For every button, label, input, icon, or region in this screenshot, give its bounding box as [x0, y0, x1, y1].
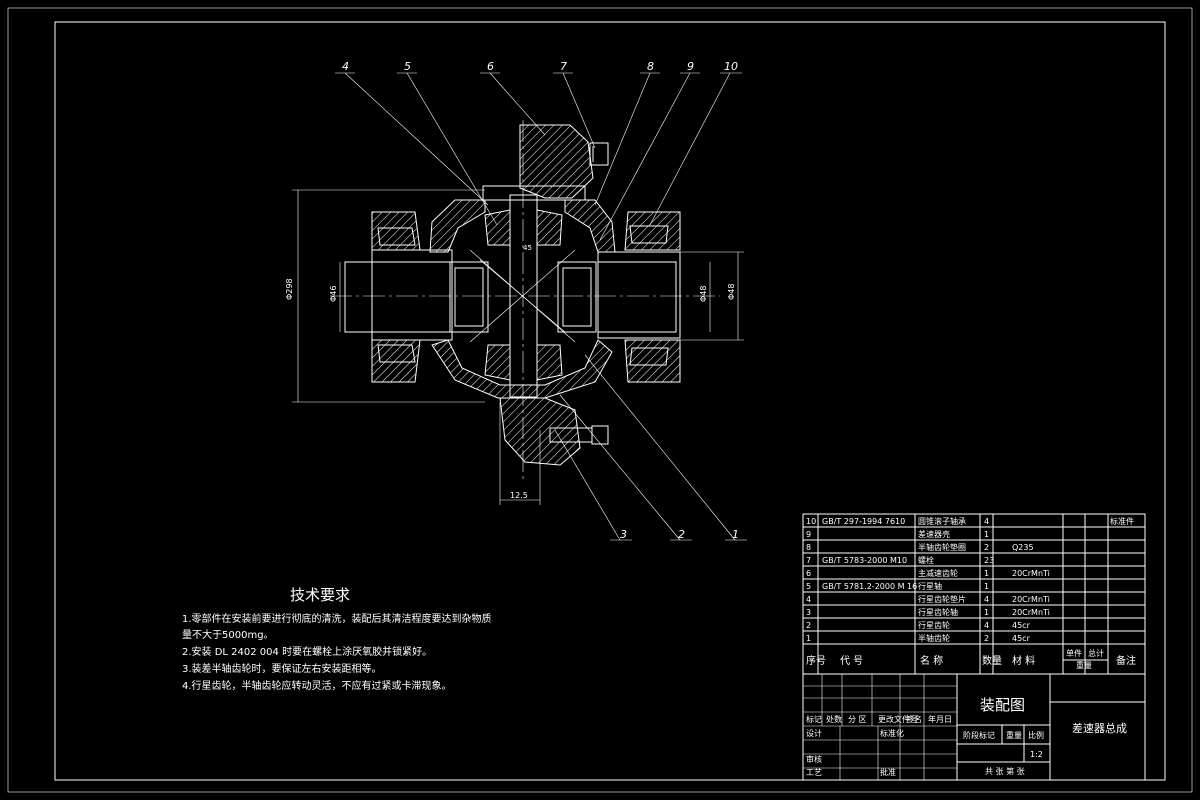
sheet-count: 共 张 第 张 — [985, 766, 1025, 776]
tech-req-line-2: 量不大于5000mg。 — [182, 628, 274, 641]
tech-req-line-4: 3.装差半轴齿轮时，要保证左右安装距相等。 — [182, 662, 382, 675]
bom-h-code: 代 号 — [840, 655, 863, 667]
bom-cell-name: 半轴齿轮 — [918, 633, 950, 643]
bom-cell-name: 圆锥滚子轴承 — [918, 516, 966, 526]
tech-req-line-3: 2.安装 DL 2402 004 时要在螺栓上涂厌氧胶并锁紧好。 — [182, 645, 432, 658]
bom-cell-code: GB/T 5783-2000 M10 — [822, 556, 907, 565]
tb-label-zone: 分 区 — [848, 715, 867, 724]
bom-cell-mat: 20CrMnTi — [1012, 569, 1050, 578]
bom-cell-no: 10 — [806, 517, 816, 526]
bom-cell-qty: 4 — [984, 595, 989, 604]
bom-h-unit: 单件 — [1066, 648, 1082, 658]
bom-cell-name: 行星齿轮 — [918, 620, 950, 630]
weight-label: 重量 — [1006, 730, 1022, 740]
tb-label-mark: 标记 — [806, 714, 822, 724]
dim-overall: Φ298 — [285, 278, 294, 300]
bom-cell-qty: 23 — [984, 556, 994, 565]
stage-label: 阶段标记 — [963, 730, 995, 740]
tech-req-line-5: 4.行星齿轮，半轴齿轮应转动灵活，不应有过紧或卡滞现象。 — [182, 679, 452, 692]
inner-frame — [54, 21, 1166, 781]
bom-cell-mat: 20CrMnTi — [1012, 595, 1050, 604]
balloon-9: 9 — [687, 60, 694, 73]
bom-cell-qty: 1 — [984, 608, 989, 617]
tb-label-sign: 签名 — [906, 714, 922, 724]
tb-label-date: 年月日 — [928, 714, 952, 724]
bom-h-weight: 重量 — [1076, 660, 1092, 670]
bom-cell-name: 行星齿轮垫片 — [918, 594, 966, 604]
bom-cell-name: 主减速齿轮 — [918, 568, 958, 578]
tb-role-approve: 批准 — [880, 767, 896, 777]
bom-cell-name: 行星齿轮轴 — [918, 607, 958, 617]
bom-cell-qty: 1 — [984, 530, 989, 539]
bom-cell-note: 标准件 — [1110, 516, 1134, 526]
bom-cell-no: 3 — [806, 608, 811, 617]
leaders — [335, 72, 747, 541]
dim-bore-left: Φ46 — [329, 286, 338, 302]
dim-small: 45 — [523, 244, 532, 252]
bom-cell-qty: 1 — [984, 582, 989, 591]
dim-hub-right: Φ48 — [727, 284, 736, 300]
title-block: 装配图 差速器总成 阶段标记 重量 比例 1:2 共 张 第 张 标记 处数 分… — [802, 673, 1146, 781]
tb-label-changefile: 更改文件号 — [878, 714, 918, 724]
bom-h-qty: 数量 — [982, 654, 1002, 667]
bom-cell-qty: 2 — [984, 634, 989, 643]
dim-bore-right: Φ48 — [699, 286, 708, 302]
bom-cell-no: 7 — [806, 556, 811, 565]
bom-cell-qty: 1 — [984, 569, 989, 578]
bom-cell-no: 5 — [806, 582, 811, 591]
bom-cell-mat: 45cr — [1012, 621, 1031, 630]
scale-value: 1:2 — [1030, 750, 1043, 759]
balloon-2: 2 — [678, 528, 685, 541]
bom-cell-mat: Q235 — [1012, 543, 1034, 552]
dim-shaft: 12.5 — [510, 491, 528, 500]
tb-role-design: 设计 — [806, 728, 822, 738]
bom-table: 10 GB/T 297-1994 7610 圆锥滚子轴承 4 标准件 9 差速器壳 1 8 半轴齿… — [802, 513, 1146, 675]
bom-cell-name: 半轴齿轮垫圈 — [918, 542, 966, 552]
bom-cell-no: 1 — [806, 634, 811, 643]
bom-cell-qty: 4 — [984, 621, 989, 630]
bom-cell-no: 9 — [806, 530, 811, 539]
bom-cell-no: 4 — [806, 595, 811, 604]
tb-role-std: 标准化 — [880, 728, 904, 738]
bom-h-total: 总计 — [1088, 648, 1104, 658]
bom-h-name: 名 称 — [920, 654, 943, 667]
tb-role-process: 工艺 — [806, 768, 822, 777]
bom-cell-no: 8 — [806, 543, 811, 552]
drawing-name: 差速器总成 — [1072, 721, 1127, 735]
outer-frame — [7, 7, 1193, 793]
balloon-1: 1 — [732, 528, 739, 541]
balloon-10: 10 — [724, 60, 738, 73]
bom-cell-name: 行星轴 — [918, 581, 942, 591]
balloon-8: 8 — [647, 60, 654, 73]
tb-role-review: 审核 — [806, 754, 822, 764]
balloon-3: 3 — [620, 528, 627, 541]
bom-cell-name: 螺栓 — [918, 555, 934, 565]
bom-h-note: 备注 — [1116, 654, 1136, 667]
bom-h-no: 序号 — [806, 654, 826, 667]
bom-cell-code: GB/T 297-1994 7610 — [822, 517, 905, 526]
bom-cell-name: 差速器壳 — [918, 529, 950, 539]
balloon-6: 6 — [487, 60, 494, 73]
bom-cell-qty: 4 — [984, 517, 989, 526]
tb-label-count: 处数 — [826, 714, 842, 724]
technical-requirements: 技术要求 1.零部件在安装前要进行彻底的清洗，装配后其清洁程度要达到杂物质 量不… — [182, 586, 492, 692]
drawing-type: 装配图 — [980, 696, 1025, 714]
assembly-view: Φ298 Φ46 Φ48 Φ48 12.5 45 — [285, 60, 747, 541]
balloon-7: 7 — [560, 60, 567, 73]
bom-h-mat: 材 料 — [1012, 654, 1035, 667]
scale-label: 比例 — [1028, 730, 1044, 740]
tech-req-line-1: 1.零部件在安装前要进行彻底的清洗，装配后其清洁程度要达到杂物质 — [182, 612, 492, 625]
bom-cell-code: GB/T 5781.2-2000 M 16 — [822, 582, 917, 591]
bom-cell-qty: 2 — [984, 543, 989, 552]
bom-cell-mat: 20CrMnTi — [1012, 608, 1050, 617]
balloon-4: 4 — [342, 60, 349, 73]
bom-cell-no: 2 — [806, 621, 811, 630]
tech-req-title: 技术要求 — [290, 586, 350, 604]
balloon-5: 5 — [404, 60, 411, 73]
bom-cell-mat: 45cr — [1012, 634, 1031, 643]
bom-cell-no: 6 — [806, 569, 811, 578]
